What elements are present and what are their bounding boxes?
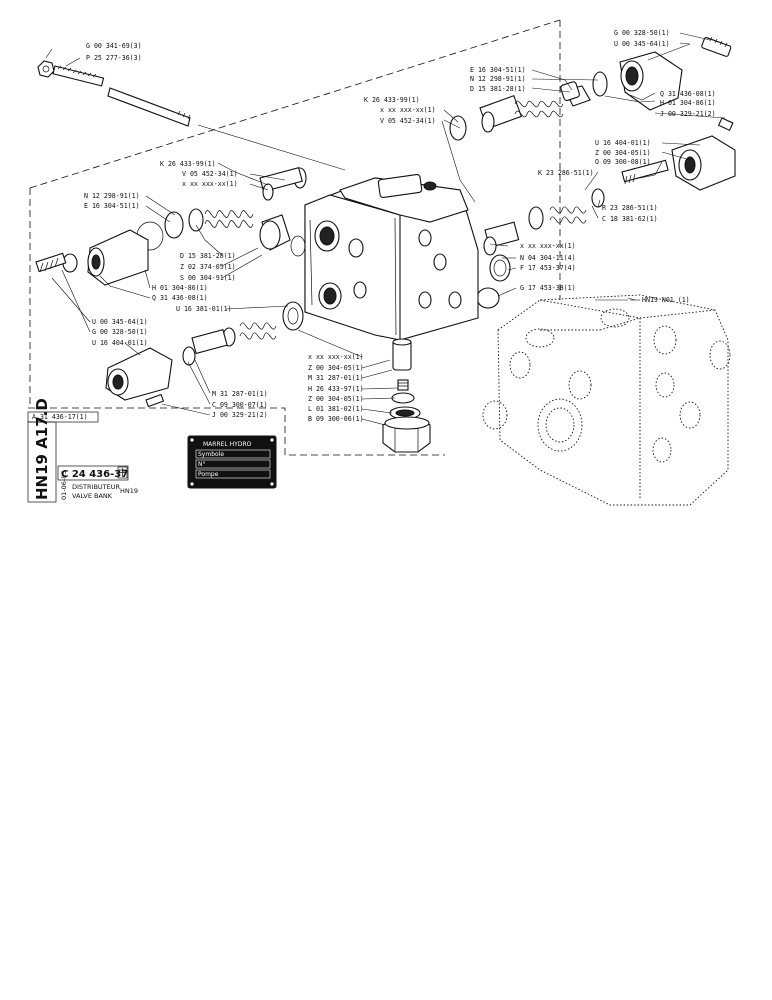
label-e16304-top: E 16 304-51(1)	[470, 66, 526, 74]
title-fr: DISTRIBUTEUR	[72, 483, 121, 491]
plug-stack	[382, 338, 431, 453]
label-b09300: B 09 300-06(1)	[308, 415, 364, 423]
title-block: HN19 A17.D 01-06-85 C 24 436-37 DISTRIBU…	[27, 398, 138, 503]
label-f17453: F 17 453-37(4)	[520, 264, 576, 272]
label-q31436-top: Q 31 436-08(1)	[660, 90, 716, 98]
label-p25277: P 25 277-36(3)	[86, 54, 142, 62]
top-right-cap	[564, 36, 734, 132]
label-u00345-l: U 00 345-64(1)	[92, 318, 148, 326]
label-e16304-l: E 16 304-51(1)	[84, 202, 140, 210]
label-z00304-d: Z 00 304-05(1)	[308, 395, 364, 403]
label-h26433: H 26 433-97(1)	[308, 385, 364, 393]
leader-lines	[45, 32, 726, 426]
label-r23286: R 23 286-51(1)	[602, 204, 658, 212]
nameplate-brand: MARREL HYDRO	[203, 441, 252, 448]
label-u16381: U 16 381-01(1)	[176, 305, 232, 313]
label-c09300: C 09 300-07(1)	[212, 401, 268, 409]
label-z00304-c: Z 00 304-05(1)	[308, 364, 364, 372]
nameplate-row-pompe: Pompe	[198, 471, 219, 478]
label-c18381: C 18 381-62(1)	[602, 215, 658, 223]
nameplate-row-no: N°	[198, 461, 206, 468]
drawing-date: 01-06-85	[60, 470, 68, 500]
marrel-hydro-nameplate: MARREL HYDRO Symbole N° Pompe	[187, 435, 277, 489]
label-d15381-top: D 15 381-28(1)	[470, 85, 526, 93]
label-l01381: L 01 381-02(1)	[308, 405, 364, 413]
label-n12298-top: N 12 298-91(1)	[470, 75, 526, 83]
label-d15381-l: D 15 381-28(1)	[180, 252, 236, 260]
drawing-ref-number: C 24 436-37	[61, 469, 128, 480]
label-z02374: Z 02 374-05(1)	[180, 263, 236, 271]
label-m31287-c: M 31 287-01(1)	[308, 374, 364, 382]
label-a31436: A 31 436-17(1)	[32, 413, 88, 421]
label-j00329-top: J 00 329-21(2)	[660, 110, 716, 118]
label-xx-a: x xx xxx-xx(1)	[380, 106, 436, 114]
label-g00341: G 00 341-69(3)	[86, 42, 142, 50]
label-j00329-l: J 00 329-21(2)	[212, 411, 268, 419]
left-spool-assembly	[35, 166, 307, 286]
label-k23286-r: K 23 286-51(1)	[538, 169, 594, 177]
label-v05452-a: V 05 452-34(1)	[380, 117, 436, 125]
valve-section-ghost	[482, 294, 731, 506]
label-u00345-top: U 00 345-64(1)	[614, 40, 670, 48]
label-xx-c: x xx xxx-xx(1)	[308, 353, 364, 361]
label-o09300-r: O 09 300-08(1)	[595, 158, 651, 166]
label-g17453: G 17 453-38(1)	[520, 284, 576, 292]
label-h01304-top: H 01 304-86(1)	[660, 99, 716, 107]
nameplate-row-symbole: Symbole	[198, 451, 224, 458]
right-cap-assembly	[476, 135, 736, 309]
label-z00304-r: Z 00 304-05(1)	[595, 149, 651, 157]
label-m31287-l: M 31 287-01(1)	[212, 390, 268, 398]
label-k26433-a: K 26 433-99(1)	[364, 96, 420, 104]
dashed-assembly-outline	[28, 19, 561, 456]
label-h01304-l: H 01 304-86(1)	[152, 284, 208, 292]
title-en: VALVE BANK	[72, 492, 113, 500]
label-n12298-l: N 12 298-91(1)	[84, 192, 140, 200]
title-model: HN19	[120, 487, 138, 495]
label-xx-b: x xx xxx-xx(1)	[182, 180, 238, 188]
label-n04304: N 04 304-11(4)	[520, 254, 576, 262]
label-q31436-l: Q 31 436-08(1)	[152, 294, 208, 302]
label-u16404-r: U 16 404-01(1)	[595, 139, 651, 147]
label-xx-r: x xx xxx-xx(1)	[520, 242, 576, 250]
label-k26433-b: K 26 433-99(1)	[160, 160, 216, 168]
top-centre-spool-assembly	[449, 81, 580, 141]
tie-bolt	[37, 60, 346, 171]
part-labels: G 00 341-69(3) P 25 277-36(3) G 00 328-5…	[32, 29, 716, 423]
valve-body	[304, 173, 479, 341]
label-s00304: S 00 304-91(1)	[180, 274, 236, 282]
label-v05452-b: V 05 452-34(1)	[182, 170, 238, 178]
label-hn19n01: HN19 N01 (1)	[642, 296, 690, 304]
label-g00328-top: G 00 328-50(1)	[614, 29, 670, 37]
lower-left-assembly	[105, 301, 304, 408]
label-u16404-l: U 16 404-01(1)	[92, 339, 148, 347]
vertical-drawing-code: HN19 A17.D	[33, 398, 51, 500]
label-g00328-l: G 00 328-50(1)	[92, 328, 148, 336]
